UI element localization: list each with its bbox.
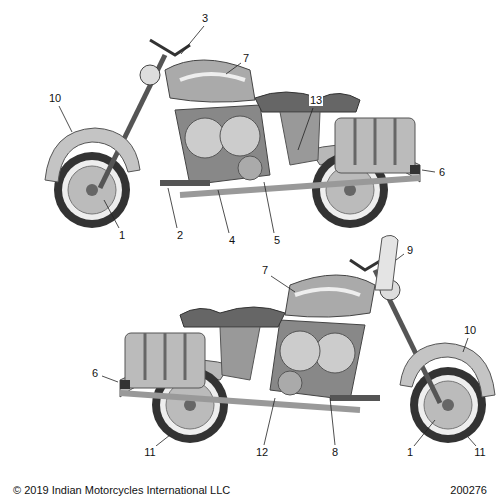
callout-number: 7: [261, 264, 269, 276]
callout-number: 7: [242, 52, 250, 64]
callout-number: 12: [255, 446, 269, 458]
motorcycle-side-view: [120, 255, 495, 443]
callout-number: 11: [143, 446, 156, 458]
copyright-note: © 2019 Indian Motorcycles International …: [12, 484, 231, 496]
callout-number: 5: [273, 234, 281, 246]
callout-number: 9: [406, 244, 414, 256]
callout-number: 8: [331, 446, 339, 458]
callout-number: 13: [309, 94, 323, 106]
callout-number: 6: [91, 367, 99, 379]
callout-number: 1: [406, 446, 414, 458]
callout-number: 3: [201, 12, 209, 24]
callout-number: 1: [118, 229, 126, 241]
part-number: 200276: [449, 484, 488, 496]
callout-number: 11: [473, 446, 486, 458]
callout-number: 10: [48, 92, 62, 104]
callout-number: 10: [463, 324, 477, 336]
callout-number: 2: [176, 229, 184, 241]
motorcycle-side-view: [45, 40, 420, 228]
windshield: [375, 235, 398, 290]
leader-lines: [59, 26, 476, 446]
callout-number: 6: [438, 166, 446, 178]
callout-number: 4: [228, 234, 236, 246]
